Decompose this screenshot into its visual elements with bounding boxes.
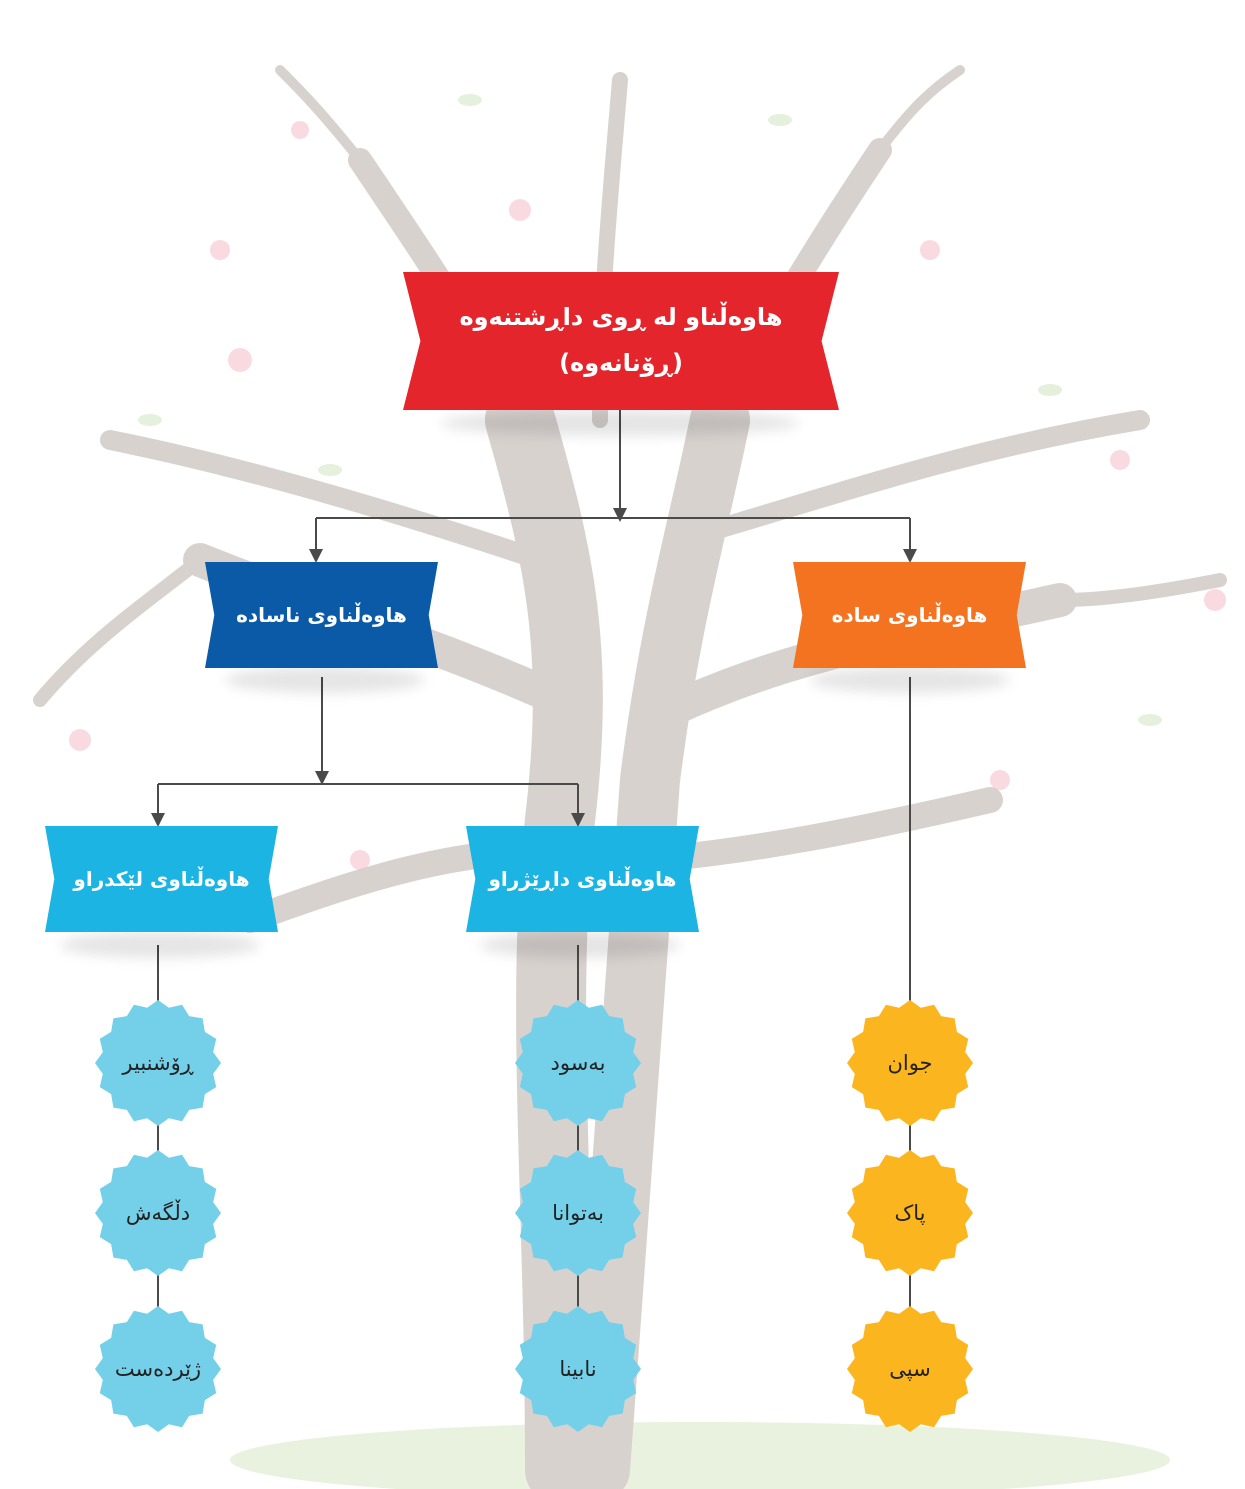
derived-node: هاوەڵناوی داڕێژراو bbox=[466, 826, 699, 932]
simple-example-badge: سپی bbox=[847, 1306, 973, 1432]
derived-example-badge: نابینا bbox=[515, 1306, 641, 1432]
compound-example-badge: ژێردەست bbox=[95, 1306, 221, 1432]
simple-example-badge: پاک bbox=[847, 1150, 973, 1276]
derived-label: هاوەڵناوی داڕێژراو bbox=[488, 867, 677, 891]
compound-example-1: ڕۆشنبیر bbox=[122, 1051, 194, 1075]
root-node: هاوەڵناو لە ڕوی داڕشتنەوە (ڕۆنانەوە) bbox=[403, 272, 839, 410]
simple-label: هاوەڵناوی سادە bbox=[831, 603, 988, 627]
derived-example-badge: بەسود bbox=[515, 1000, 641, 1126]
root-title-line2: (ڕۆنانەوە) bbox=[559, 349, 683, 377]
derived-example-badge: بەتوانا bbox=[515, 1150, 641, 1276]
derived-example-3: نابینا bbox=[559, 1357, 597, 1381]
root-title-line1: هاوەڵناو لە ڕوی داڕشتنەوە bbox=[459, 303, 783, 332]
simple-example-3: سپی bbox=[889, 1357, 931, 1381]
non-simple-node: هاوەڵناوی ناسادە bbox=[205, 562, 438, 668]
compound-label: هاوەڵناوی لێکدراو bbox=[73, 867, 250, 891]
simple-example-2: پاک bbox=[894, 1201, 926, 1225]
non-simple-label: هاوەڵناوی ناسادە bbox=[236, 603, 407, 627]
simple-node: هاوەڵناوی سادە bbox=[793, 562, 1026, 668]
compound-example-badge: دڵگەش bbox=[95, 1150, 221, 1276]
simple-example-badge: جوان bbox=[847, 1000, 973, 1126]
compound-node: هاوەڵناوی لێکدراو bbox=[45, 826, 278, 932]
derived-example-1: بەسود bbox=[550, 1051, 606, 1075]
compound-example-3: ژێردەست bbox=[114, 1357, 202, 1381]
compound-example-2: دڵگەش bbox=[125, 1201, 191, 1225]
simple-example-1: جوان bbox=[887, 1051, 933, 1075]
compound-example-badge: ڕۆشنبیر bbox=[95, 1000, 221, 1126]
derived-example-2: بەتوانا bbox=[552, 1201, 604, 1225]
